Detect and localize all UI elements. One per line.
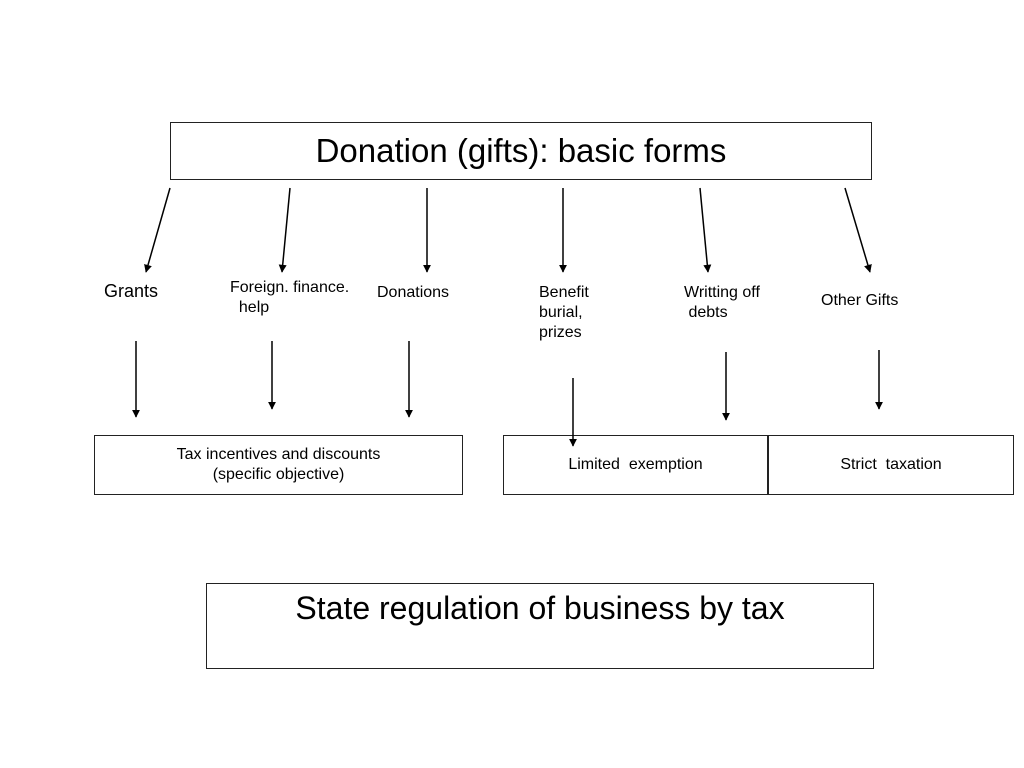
category-label-strict-taxation: Strict taxation [840, 456, 942, 473]
arrow-title-to-writing-off-debts [699, 187, 712, 273]
arrow-title-to-other-gifts [844, 187, 872, 273]
category-label-limited-exemption: Limited exemption [568, 456, 703, 473]
form-label-donations: Donations [377, 284, 450, 301]
diagram-title-box: Donation (gifts): basic forms [170, 122, 872, 180]
diagram-title: Donation (gifts): basic forms [315, 132, 727, 169]
category-label-tax-incentives: Tax incentives and discounts (specific o… [176, 446, 381, 483]
footer-box: State regulation of business by tax [206, 583, 874, 669]
form-label-grants: Grants [104, 281, 159, 301]
form-label-benefit-burial-prizes: Benefit burial, prizes [539, 284, 589, 341]
footer-title: State regulation of business by tax [295, 590, 785, 626]
form-label-foreign-finance-help: Foreign. finance. help [230, 279, 350, 316]
category-box-tax-incentives: Tax incentives and discounts (specific o… [94, 435, 463, 495]
form-label-writing-off-debts: Writting off debts [684, 284, 760, 321]
category-box-limited-exemption: Limited exemption [503, 435, 768, 495]
arrow-title-to-grants [144, 187, 171, 273]
form-label-other-gifts: Other Gifts [821, 292, 899, 309]
category-box-strict-taxation: Strict taxation [767, 435, 1014, 495]
arrow-title-to-foreign-finance-help [278, 187, 291, 273]
